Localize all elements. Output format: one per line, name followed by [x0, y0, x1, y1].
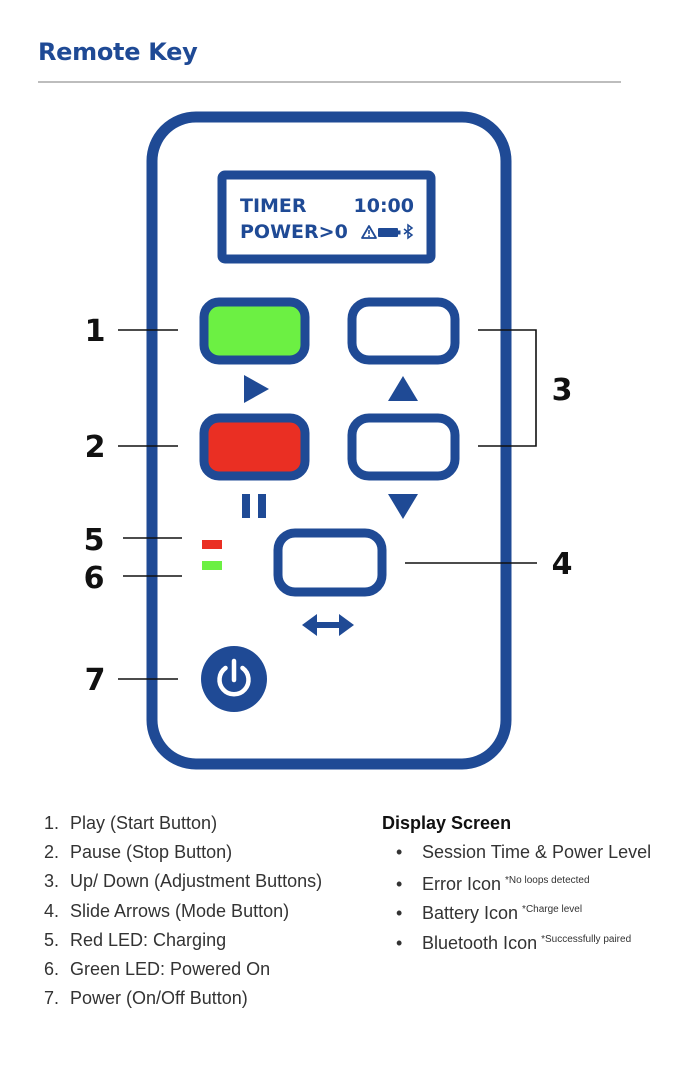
down-button[interactable]	[347, 413, 460, 481]
callout-7: 7	[85, 663, 106, 698]
bluetooth-icon	[403, 223, 414, 240]
legend-item: 7.Power (On/Off Button)	[44, 988, 248, 1009]
display-screen	[217, 170, 436, 264]
callout-1: 1	[85, 314, 106, 349]
button-legend: 1.Play (Start Button) 2.Pause (Stop Butt…	[44, 812, 322, 1016]
display-item: •Session Time & Power Level	[396, 842, 652, 862]
play-icon	[244, 375, 269, 403]
display-screen-legend: Display Screen •Session Time & Power Lev…	[382, 812, 651, 958]
callout-2: 2	[85, 430, 106, 465]
up-button[interactable]	[347, 297, 460, 365]
pause-button[interactable]	[199, 413, 310, 481]
legend-item: 3.Up/ Down (Adjustment Buttons)	[44, 871, 323, 892]
callout-5: 5	[84, 523, 105, 558]
page-title: Remote Key	[38, 38, 198, 66]
display-item-note: *Charge level	[522, 904, 583, 916]
screen-timer-label: TIMER	[240, 195, 307, 217]
power-button[interactable]	[201, 646, 267, 712]
pause-icon	[242, 494, 266, 518]
legend-item: 4.Slide Arrows (Mode Button)	[44, 900, 290, 921]
screen-power-label: POWER>0	[240, 221, 348, 243]
callout-lines	[118, 329, 537, 680]
display-item: •Bluetooth Icon*Successfully paired	[396, 932, 632, 953]
display-item-note: *No loops detected	[505, 875, 590, 887]
down-arrow-icon	[388, 494, 418, 519]
display-item: •Battery Icon*Charge level	[396, 903, 583, 924]
legend-item: 6.Green LED: Powered On	[44, 958, 271, 979]
power-icon	[217, 658, 251, 697]
red-led	[202, 540, 222, 549]
play-button[interactable]	[199, 297, 310, 365]
legend-item: 1.Play (Start Button)	[44, 813, 218, 833]
legend-item: 5.Red LED: Charging	[44, 929, 227, 950]
screen-timer-value: 10:00	[354, 195, 414, 217]
display-item: •Error Icon*No loops detected	[396, 874, 590, 895]
warning-icon	[361, 225, 377, 239]
mode-button[interactable]	[273, 528, 387, 597]
up-arrow-icon	[388, 376, 418, 401]
callout-3: 3	[552, 373, 573, 408]
legend-item: 2.Pause (Stop Button)	[44, 842, 233, 863]
green-led	[202, 561, 222, 570]
callout-6: 6	[84, 561, 105, 596]
slide-arrows-icon	[302, 614, 354, 636]
callout-4: 4	[552, 547, 573, 582]
battery-icon	[378, 228, 401, 237]
display-screen-title: Display Screen	[382, 813, 512, 833]
remote-body	[146, 111, 512, 770]
display-item-note: *Successfully paired	[541, 933, 632, 945]
title-divider	[38, 81, 621, 83]
remote-diagram: TIMER 10:00 POWER>0	[84, 111, 573, 770]
